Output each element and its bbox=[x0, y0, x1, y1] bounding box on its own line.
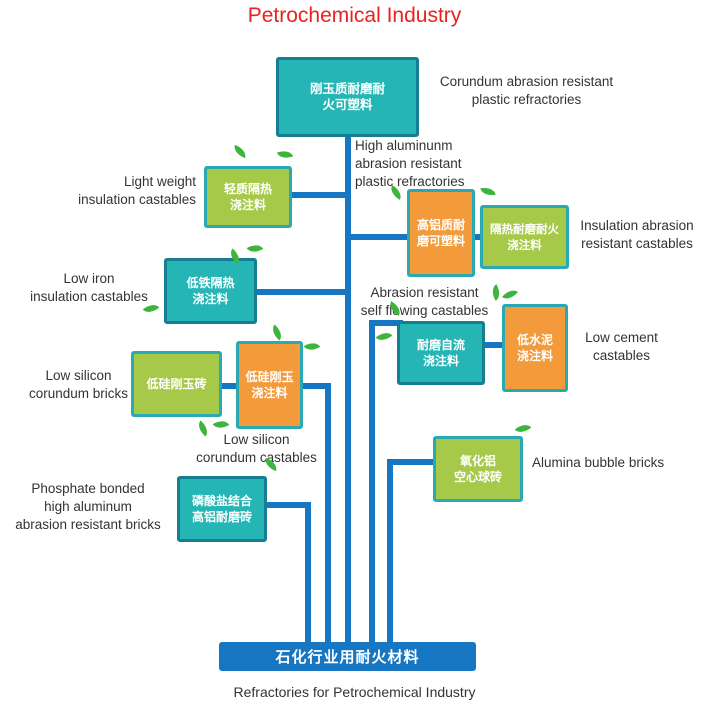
insulation-abrasion-castable-box: 隔热耐磨耐火 浇注料 bbox=[480, 205, 569, 269]
phosphate-bricks-box: 磷酸盐结合 高铝耐磨砖 bbox=[177, 476, 267, 542]
branch-alumina-bubble bbox=[387, 459, 438, 648]
low-silicon-bricks-label: Low silicon corundum bricks bbox=[28, 368, 129, 401]
footer-caption: Refractories for Petrochemical Industry bbox=[233, 684, 476, 700]
branch-phosphate bbox=[263, 502, 311, 648]
phosphate-bricks-label: Phosphate bonded high aluminum abrasion … bbox=[15, 481, 161, 532]
low-iron-castable-box: 低铁隔热 浇注料 bbox=[164, 258, 257, 324]
low-silicon-castable-box: 低硅刚玉 浇注料 bbox=[236, 341, 303, 429]
low-cement-castable-label: Low cement castables bbox=[585, 330, 658, 363]
light-weight-castable-label: Light weight insulation castables bbox=[78, 174, 196, 207]
self-flowing-castable-label: Abrasion resistant self flowing castable… bbox=[360, 285, 489, 318]
low-silicon-bricks-box: 低硅刚玉砖 bbox=[131, 351, 222, 417]
corundum-plastic-label: Corundum abrasion resistant plastic refr… bbox=[439, 74, 614, 107]
alumina-bubble-bricks-label: Alumina bubble bricks bbox=[532, 455, 665, 470]
high-aluminum-plastic-box: 高铝质耐 磨可塑料 bbox=[407, 189, 475, 277]
light-weight-castable-box: 轻质隔热 浇注料 bbox=[204, 166, 292, 228]
branch-self-flowing bbox=[369, 320, 403, 648]
corundum-plastic-box: 刚玉质耐磨耐 火可塑料 bbox=[276, 57, 419, 137]
diagram-title: Petrochemical Industry bbox=[247, 4, 462, 27]
high-aluminum-plastic-label: High aluminunm abrasion resistant plasti… bbox=[355, 138, 465, 189]
insulation-abrasion-castable-label: Insulation abrasion resistant castables bbox=[580, 218, 694, 251]
low-cement-castable-box: 低水泥 浇注料 bbox=[502, 304, 568, 392]
low-iron-castable-label: Low iron insulation castables bbox=[30, 271, 148, 304]
low-silicon-castable-label: Low silicon corundum castables bbox=[196, 432, 317, 465]
base-label: 石化行业用耐火材料 bbox=[219, 642, 476, 671]
alumina-bubble-bricks-box: 氧化铝 空心球砖 bbox=[433, 436, 523, 502]
self-flowing-castable-box: 耐磨自流 浇注料 bbox=[397, 321, 485, 385]
